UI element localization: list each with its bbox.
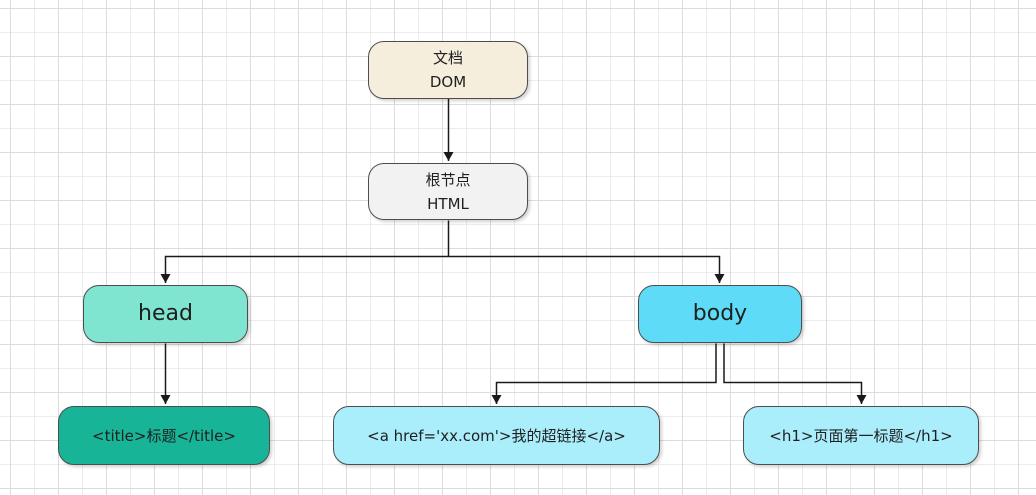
node-title-tag[interactable]: <title>标题</title> xyxy=(58,406,270,465)
node-html-root[interactable]: 根节点 HTML xyxy=(368,163,528,220)
node-h1-tag[interactable]: <h1>页面第一标题</h1> xyxy=(743,406,979,465)
edge-body-to-h1 xyxy=(723,343,867,404)
node-head-label: head xyxy=(138,301,193,326)
node-html-label-line2: HTML xyxy=(427,194,469,213)
node-head[interactable]: head xyxy=(83,285,248,343)
node-body[interactable]: body xyxy=(638,285,802,343)
edge-body-to-anchor xyxy=(491,343,717,404)
node-dom-label-line2: DOM xyxy=(429,73,467,91)
node-title-tag-label: <title>标题</title> xyxy=(92,426,236,445)
node-dom[interactable]: 文档 DOM xyxy=(368,41,528,99)
node-body-label: body xyxy=(692,301,748,326)
node-h1-tag-label: <h1>页面第一标题</h1> xyxy=(769,426,953,445)
node-html-label-line1: 根节点 xyxy=(425,170,471,189)
edge-html-to-head xyxy=(160,255,449,283)
node-anchor-tag[interactable]: <a href='xx.com'>我的超链接</a> xyxy=(333,406,660,465)
node-dom-label-line1: 文档 xyxy=(432,49,463,67)
node-anchor-tag-label: <a href='xx.com'>我的超链接</a> xyxy=(367,426,626,445)
edge-html-to-body xyxy=(448,255,725,283)
